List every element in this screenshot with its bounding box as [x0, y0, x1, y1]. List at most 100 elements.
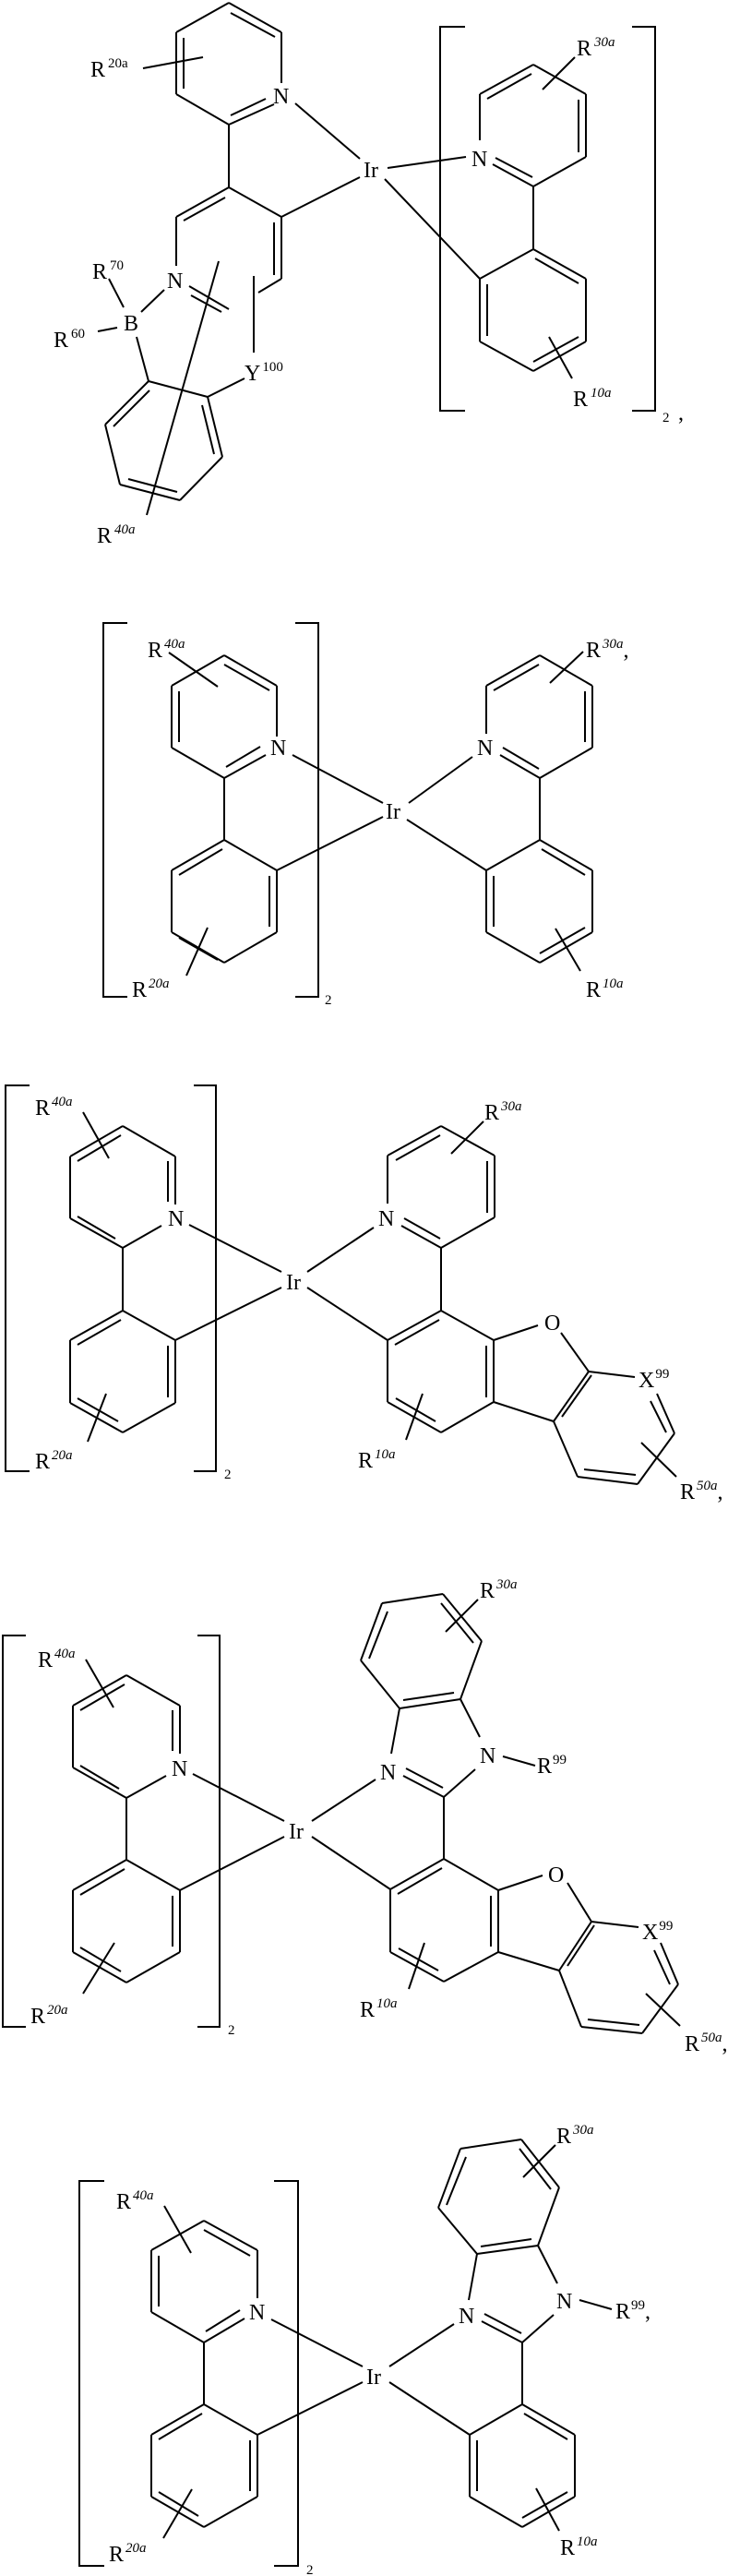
- s5-n1-label: N: [556, 2290, 572, 2314]
- s3-left-n-ir-bond: [188, 1224, 282, 1273]
- s3-subscript-2: 2: [224, 1468, 232, 1482]
- s5-n-left-label: N: [249, 2301, 265, 2325]
- s1-lower-benzo-ring: [104, 380, 223, 501]
- s2-right-pyridine-ring: [485, 654, 593, 779]
- s1-ir-label: Ir: [364, 159, 378, 183]
- s5-ir-n3-bond: [388, 2323, 455, 2367]
- s1-ir-c-right-bond: [384, 178, 481, 280]
- s4-r99-label: R99: [537, 1753, 567, 1779]
- s3-left-pyridine-ring: [69, 1125, 176, 1249]
- s2-subscript-2: 2: [325, 993, 332, 1008]
- s2-right-bracket: [295, 622, 319, 998]
- s1-subscript-2: 2: [662, 411, 670, 425]
- s2-left-c-ir-bond: [276, 816, 384, 871]
- s1-top-pyridine-ring: [175, 2, 282, 126]
- s4-left-phenyl-ring: [72, 1859, 181, 1983]
- s1-right-phenyl-ring: [479, 248, 587, 372]
- s5-benzimidazole: [437, 2139, 613, 2343]
- s1-b-c-bond: [136, 336, 149, 382]
- s4-subscript-2: 2: [228, 2023, 235, 2038]
- s4-left-bracket: [2, 1635, 26, 2028]
- s1-n-right-label: N: [471, 148, 487, 172]
- s3-right-bracket: [194, 1084, 217, 1472]
- s2-r10-bond: [555, 928, 581, 972]
- s5-r99-label: R99,: [615, 2298, 650, 2324]
- s3-r30-bond: [450, 1120, 484, 1155]
- s1-n-ir-bond: [294, 102, 361, 160]
- s5-left-bracket: [78, 2180, 104, 2567]
- s1-right-bracket: [632, 26, 656, 412]
- s3-left-c-ir-bond: [174, 1287, 282, 1341]
- s2-ir-right-c-bond: [406, 819, 487, 871]
- s3-x99-label: X99: [639, 1367, 669, 1393]
- s4-r40-bond: [85, 1659, 114, 1708]
- s2-n-right-label: N: [477, 737, 493, 761]
- s2-left-n-ir-bond: [292, 754, 384, 804]
- s3-ir-label: Ir: [286, 1271, 301, 1295]
- s5-left-n-ir-bond: [270, 2318, 364, 2367]
- s1-ir-n-right-bond: [387, 156, 467, 169]
- s3-r10-bond: [405, 1393, 424, 1441]
- s5-ir-c-bond: [388, 2381, 471, 2436]
- s2-left-bracket: [102, 622, 127, 998]
- s1-n-top-label: N: [273, 85, 289, 109]
- s4-n-left-label: N: [172, 1757, 187, 1781]
- s2-r30-bond: [549, 651, 584, 684]
- s4-ir-c-bond: [311, 1836, 391, 1890]
- s1-n-mid-label: N: [167, 270, 183, 294]
- s5-left-c-ir-bond: [257, 2381, 364, 2436]
- s1-c-ir-bond: [280, 176, 361, 218]
- s5-r10-bond: [535, 2487, 560, 2532]
- s1-left-bracket: [439, 26, 465, 412]
- s1-right-pyridine-ring: [479, 64, 587, 187]
- s4-n3-label: N: [380, 1761, 396, 1785]
- s2-r40-bond: [168, 652, 219, 688]
- s3-right-pyridine-ring: [387, 1125, 495, 1249]
- s4-oxygen-label: O: [548, 1863, 564, 1887]
- s4-left-c-ir-bond: [179, 1836, 285, 1891]
- s4-ir-label: Ir: [289, 1820, 304, 1844]
- s4-r30-bond: [445, 1599, 479, 1633]
- s5-left-pyridine-ring: [150, 2220, 258, 2343]
- s3-n-left-label: N: [168, 1207, 184, 1231]
- s1-r40-bond: [146, 260, 220, 516]
- s3-left-bracket: [5, 1084, 30, 1472]
- s5-right-bracket: [274, 2180, 299, 2567]
- s2-left-pyridine-ring: [171, 654, 278, 779]
- s4-r50-bond: [645, 1993, 681, 2027]
- s5-left-phenyl-ring: [150, 2403, 258, 2528]
- s4-r10-bond: [408, 1942, 425, 1990]
- s4-r20-bond: [82, 1942, 115, 1995]
- s5-ir-label: Ir: [366, 2366, 381, 2390]
- s2-right-phenyl-ring: [485, 839, 593, 964]
- s4-left-pyridine-ring: [72, 1674, 181, 1799]
- s3-oxygen-label: O: [544, 1312, 560, 1336]
- s1-trailing-comma: ,: [678, 401, 684, 425]
- s4-dibenzofuran-core: [389, 1858, 679, 2034]
- s1-r30-bond: [542, 56, 576, 90]
- s3-r40-bond: [82, 1111, 110, 1159]
- s2-ir-label: Ir: [386, 800, 400, 824]
- s3-left-phenyl-ring: [69, 1310, 176, 1433]
